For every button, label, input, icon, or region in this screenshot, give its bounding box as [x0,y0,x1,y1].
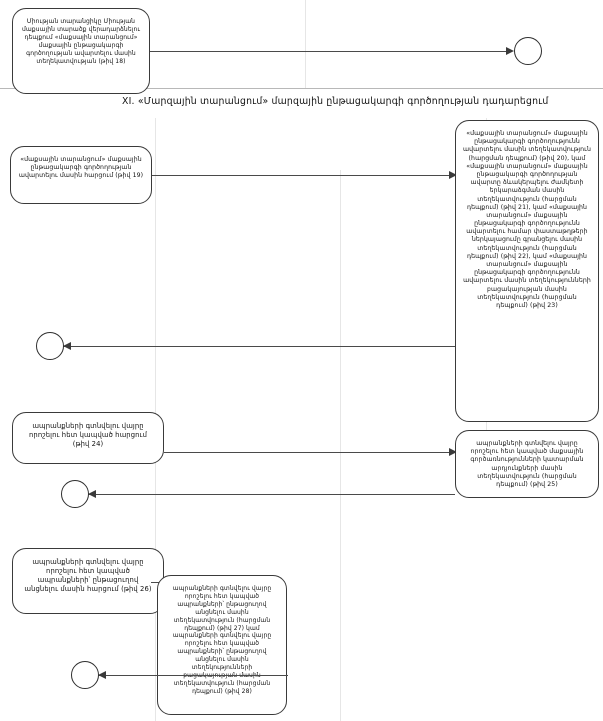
node-box-18[interactable]: Միության տարանցիկը Միության մաքսային տար… [12,8,150,94]
connector-box2728-to-terminator4 [98,675,288,676]
page-guide-line-left [305,0,306,88]
terminator-2[interactable] [36,332,64,360]
connector-box26-to-box2728 [151,582,161,583]
page-header-rule [0,88,603,89]
connector-box19-to-box2023 [152,175,452,176]
node-box-19-text: «մաքսային տարանցում» մաքսային ընթացակարգ… [18,156,144,180]
page-guide-line-mid-b [340,170,341,721]
node-box-27-28[interactable]: ապրանքների գտնվելու վայրը որոշելու հետ կ… [157,575,287,715]
node-box-27-28-text: ապրանքների գտնվելու վայրը որոշելու հետ կ… [172,585,272,695]
connector-box24-arrowhead [449,448,457,456]
connector-box18-to-terminator1 [150,51,510,52]
connector-box25-to-terminator3 [88,494,455,495]
terminator-4[interactable] [71,661,99,689]
node-box-25[interactable]: ապրանքների գտնվելու վայրը որոշելու հետ կ… [455,430,599,498]
node-box-18-text: Միության տարանցիկը Միության մաքսային տար… [21,18,141,65]
node-box-24-text: ապրանքների գտնվելու վայրը որոշելու հետ կ… [29,422,147,448]
node-box-20-23-text: «մաքսային տարանցում» մաքսային ընթացակարգ… [463,130,591,309]
node-box-24[interactable]: ապրանքների գտնվելու վայրը որոշելու հետ կ… [12,412,164,464]
node-box-26[interactable]: ապրանքների գտնվելու վայրը որոշելու հետ կ… [12,548,164,614]
connector-box19-arrowhead [449,171,457,179]
connector-box2728-arrowhead [98,671,106,679]
node-box-26-text: ապրանքների գտնվելու վայրը որոշելու հետ կ… [24,558,152,593]
connector-box25-arrowhead [88,490,96,498]
node-box-20-23[interactable]: «մաքսային տարանցում» մաքսային ընթացակարգ… [455,120,599,422]
node-box-25-text: ապրանքների գտնվելու վայրը որոշելու հետ կ… [470,440,584,488]
connector-box24-to-box25 [164,452,452,453]
node-box-19[interactable]: «մաքսային տարանցում» մաքսային ընթացակարգ… [10,146,152,204]
connector-box2023-arrowhead [63,342,71,350]
section-heading: XI. «Մարզային տարանցում» մարզային ընթացա… [122,96,549,107]
terminator-3[interactable] [61,480,89,508]
connector-box18-arrowhead [506,47,514,55]
connector-box2023-to-terminator2 [63,346,455,347]
terminator-1[interactable] [514,37,542,65]
